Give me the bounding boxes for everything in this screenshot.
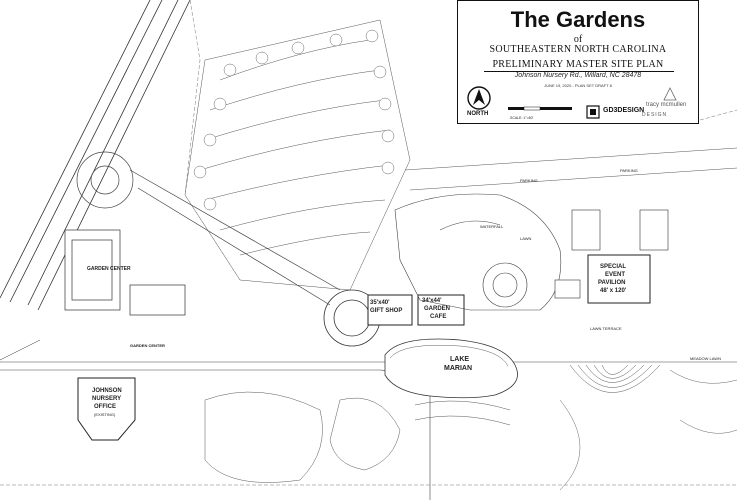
amphitheater — [569, 364, 661, 393]
upper-parking — [184, 19, 411, 291]
title-rule — [484, 71, 674, 72]
cafe-building — [417, 294, 465, 326]
property-line — [0, 0, 737, 486]
label-nursery-2: NURSERY — [92, 396, 121, 402]
firm-tm-tag: DESIGN — [642, 112, 668, 118]
label-event-2: EVENT — [605, 272, 625, 278]
label-waterfall: WATERFALL — [480, 224, 504, 229]
label-cafe-1: GARDEN — [424, 306, 450, 312]
label-event-4: 48' x 120' — [600, 288, 627, 294]
label-event-1: SPECIAL — [600, 264, 626, 270]
firm-tm-name: tracy mcmullen — [646, 102, 687, 108]
event-pavilion — [587, 254, 651, 304]
highway — [0, 0, 191, 361]
firm-gd3: GD3DESIGN — [603, 107, 645, 114]
label-event-3: PAVILION — [598, 280, 625, 286]
plan-date: JUNE 19, 2020 - PLAN SET DRAFT 8 — [544, 83, 612, 88]
label-garden-center: GARDEN CENTER — [87, 266, 131, 272]
lower-gardens — [204, 391, 511, 483]
plan-title-of: of — [573, 34, 583, 45]
gd3-logo-icon — [586, 105, 600, 119]
plan-labels: GARDEN CENTER GARDEN CENTER 35'x40' GIFT… — [87, 168, 721, 417]
upper-garden — [394, 193, 562, 311]
entry-roundabout — [76, 151, 341, 306]
label-lawn: LAWN — [520, 236, 532, 241]
plan-title: The Gardens — [510, 7, 646, 32]
label-nursery-1: JOHNSON — [92, 388, 122, 394]
title-block: The Gardens of SOUTHEASTERN NORTH CAROLI… — [457, 0, 699, 124]
label-lake-2: MARIAN — [444, 365, 472, 372]
label-gift-shop-size: 35'x40' — [370, 300, 390, 306]
scale-label: SCALE: 1"=60' — [510, 116, 534, 120]
plan-address: Johnson Nursery Rd., Willard, NC 28478 — [514, 72, 642, 79]
label-nursery-4: (EXISTING) — [94, 412, 116, 417]
label-lawn-terrace: LAWN TERRACE — [590, 326, 622, 331]
nursery-office — [77, 377, 136, 441]
label-nursery-3: OFFICE — [94, 404, 116, 410]
label-cafe-2: CAFE — [430, 314, 446, 320]
label-meadow: MEADOW LAWN — [690, 356, 721, 361]
garden-center-building — [64, 229, 186, 316]
parking-trees — [193, 29, 395, 211]
label-cafe-size: 34'x44' — [422, 298, 442, 304]
meadow-area — [559, 369, 737, 491]
label-garden-center-2: GARDEN CENTER — [130, 343, 165, 348]
label-parking-1: PARKING — [520, 178, 538, 183]
plan-subtitle: SOUTHEASTERN NORTH CAROLINA — [489, 44, 667, 55]
label-parking-2: PARKING — [620, 168, 638, 173]
scale-bar-icon — [508, 106, 572, 111]
north-label: NORTH — [467, 111, 489, 117]
label-lake: LAKE — [450, 356, 469, 363]
lake — [384, 338, 518, 399]
label-gift-shop: GIFT SHOP — [370, 308, 402, 314]
right-parking — [404, 147, 737, 191]
pavilion-wings — [554, 209, 669, 299]
plan-name: PRELIMINARY MASTER SITE PLAN — [492, 59, 664, 70]
gift-shop-building — [367, 294, 413, 326]
north-arrow-icon — [467, 86, 491, 110]
tm-logo-icon — [663, 87, 677, 101]
